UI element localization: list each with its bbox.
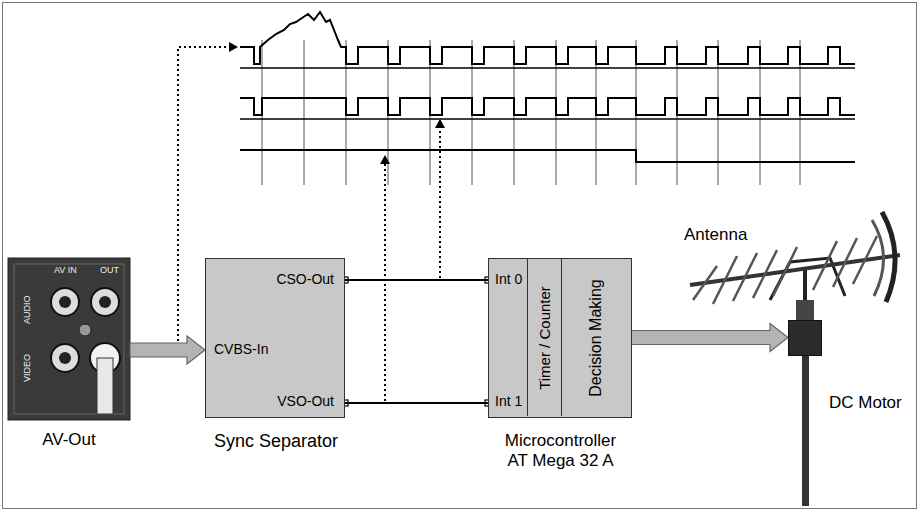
panel-label: AV IN bbox=[54, 265, 77, 275]
block-label: Timer / Counter bbox=[536, 286, 553, 390]
leader-arrowhead bbox=[229, 42, 445, 164]
pin-name: CSO-Out bbox=[276, 271, 334, 287]
av-panel-photo bbox=[8, 258, 130, 420]
antenna-illustration bbox=[690, 212, 900, 506]
av-panel: AV INOUTAUDIOVIDEOAV-Out bbox=[8, 258, 130, 420]
timer-counter-block: Timer / Counter bbox=[527, 259, 561, 416]
trace-baseline bbox=[240, 68, 855, 119]
pin-square bbox=[342, 277, 491, 406]
signal-wire bbox=[345, 280, 488, 281]
part-label: DC Motor bbox=[829, 393, 902, 413]
pin-name: Int 0 bbox=[495, 271, 522, 287]
decision-making-block: Decision Making bbox=[561, 259, 630, 416]
microcontroller-box: Int 0Int 1Microcontroller AT Mega 32 ATi… bbox=[488, 258, 632, 418]
sync-separator-box: CVBS-InCSO-OutVSO-OutSync Separator bbox=[205, 258, 345, 418]
panel-label: OUT bbox=[100, 265, 119, 275]
pin-name: Int 1 bbox=[495, 393, 522, 409]
panel-label: AUDIO bbox=[22, 295, 32, 324]
panel-label: VIDEO bbox=[22, 354, 32, 382]
cso-waveform bbox=[240, 98, 855, 115]
component-caption: Sync Separator bbox=[176, 431, 376, 452]
vso-waveform bbox=[240, 150, 855, 162]
component-caption: AV-Out bbox=[0, 430, 140, 450]
dc-motor: AntennaDC Motor bbox=[788, 320, 822, 356]
timing-grid bbox=[262, 40, 800, 185]
signal-wire bbox=[345, 402, 488, 403]
part-label: Antenna bbox=[684, 225, 747, 245]
signal-arrow bbox=[630, 324, 788, 352]
cvbs-waveform bbox=[240, 12, 855, 64]
signal-arrow bbox=[130, 336, 205, 364]
pin-name: VSO-Out bbox=[277, 393, 334, 409]
pin-name: CVBS-In bbox=[214, 341, 268, 357]
component-caption: Microcontroller AT Mega 32 A bbox=[493, 431, 628, 470]
block-label: Decision Making bbox=[587, 279, 605, 396]
